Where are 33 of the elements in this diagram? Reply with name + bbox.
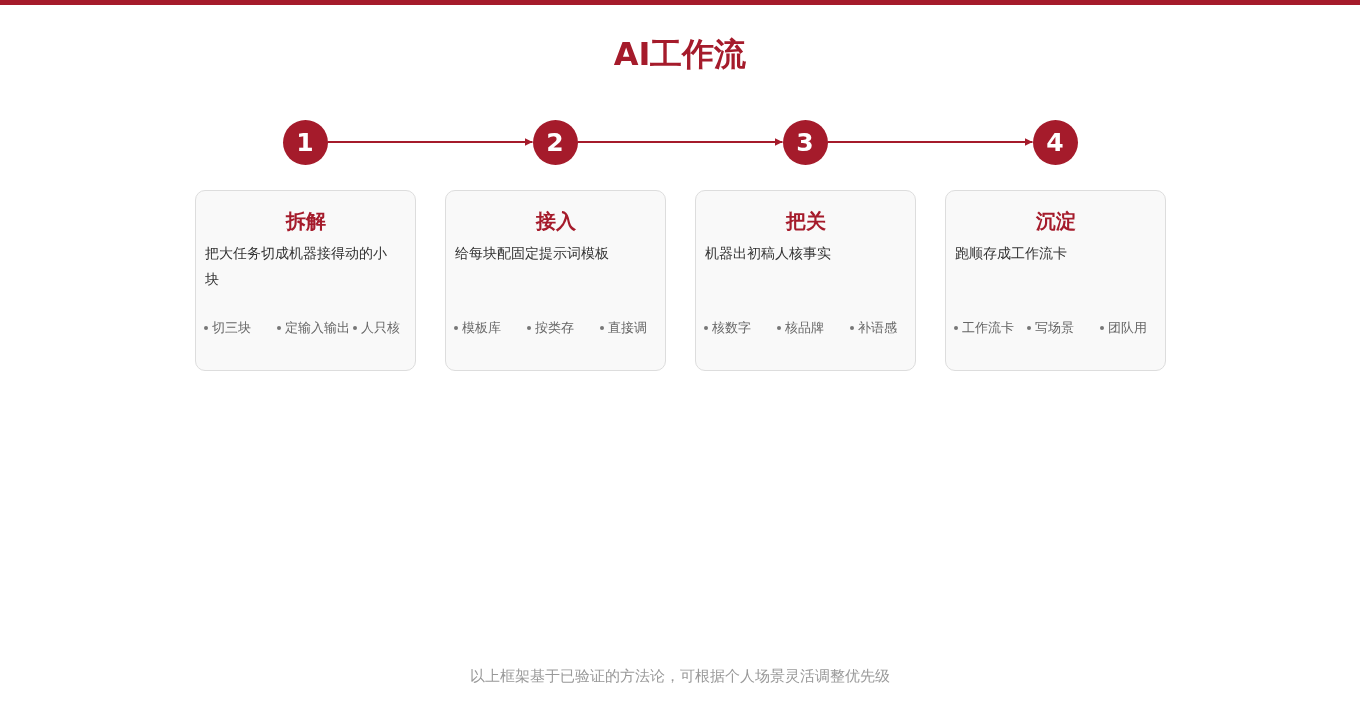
- card-description: 把大任务切成机器接得动的小块: [205, 244, 388, 289]
- step-number-circle: 1: [282, 119, 328, 165]
- title: AI工作流: [612, 34, 748, 74]
- card-heading: 接入: [534, 208, 577, 235]
- bullet-text: 工作流卡: [962, 319, 1014, 337]
- bullet-text: 直接调: [608, 319, 647, 337]
- card-description: 机器出初稿人核事实: [705, 244, 832, 263]
- bullet-text: 切三块: [212, 319, 251, 337]
- bullet-text: 核数字: [712, 319, 751, 337]
- bullet-text: 核品牌: [785, 319, 824, 337]
- bullet-text: 按类存: [535, 319, 574, 337]
- step-number-circle: 3: [782, 119, 828, 165]
- step-card: [945, 190, 1166, 371]
- step-number-circle: 2: [532, 119, 578, 165]
- bullet-text: 人只核: [361, 319, 400, 337]
- footnote: 以上框架基于已验证的方法论，可根据个人场景灵活调整优先级: [469, 666, 891, 687]
- arrow: [326, 138, 534, 146]
- card-heading: 沉淀: [1034, 208, 1077, 235]
- bullet-text: 团队用: [1108, 319, 1147, 337]
- step-card: [445, 190, 666, 371]
- arrow: [576, 138, 784, 146]
- arrow: [826, 138, 1034, 146]
- card-heading: 把关: [784, 208, 827, 235]
- bullet-text: 模板库: [462, 319, 501, 337]
- card-description: 给每块配固定提示词模板: [455, 244, 610, 263]
- card-description: 跑顺存成工作流卡: [955, 244, 1068, 263]
- bullet-text: 写场景: [1035, 319, 1074, 337]
- step-card: [195, 190, 416, 371]
- card-heading: 拆解: [284, 208, 327, 235]
- bullet-text: 定输入输出: [285, 319, 350, 337]
- bullet-text: 补语感: [858, 319, 897, 337]
- step-number-circle: 4: [1032, 119, 1078, 165]
- step-card: [695, 190, 916, 371]
